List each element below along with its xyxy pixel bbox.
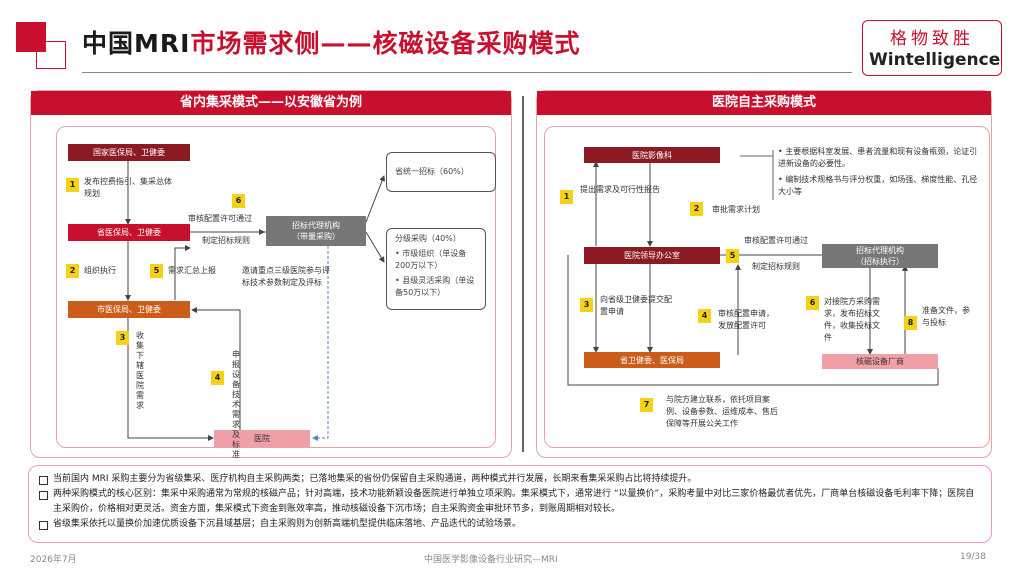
step-badge-1: 1	[66, 178, 79, 192]
r-step-badge-1: 1	[560, 190, 573, 204]
brand-logo: 格物致胜 Wintelligence	[862, 20, 1002, 76]
r-step-3-label: 向省级卫健委提交配置申请	[600, 295, 672, 316]
step-2-label: 组织执行	[84, 266, 116, 275]
step-badge-6: 6	[232, 194, 245, 208]
left-panel: 省内集采模式——以安徽省为例	[30, 90, 512, 458]
node-city-health: 市医保局、卫健委	[68, 301, 190, 318]
node-hospital: 医院	[214, 430, 310, 447]
left-diagram-frame	[56, 126, 496, 448]
node-mri-vendor: 核磁设备厂商	[822, 354, 938, 369]
note-item: 省级集采依托以量换价加速优质设备下沉县域基层；自主采购则为创新高端机型提供临床落…	[39, 517, 981, 532]
imaging-bullets: • 主要根据科室发展、患者流量和现有设备瓶颈，论证引进新设备的必要性。 • 编制…	[778, 147, 978, 196]
step-badge-3: 3	[116, 331, 129, 345]
step-4-label: 申报设备技术需求及标准	[232, 350, 240, 459]
tiered-purchase-box: 分级采购（40%） • 市级组织（单设备200万以下） • 县级灵活采购（单设备…	[386, 228, 486, 310]
footer-date: 2026年7月	[30, 555, 77, 565]
step-badge-5: 5	[150, 264, 163, 278]
decor-square-filled	[16, 22, 46, 52]
right-panel-title: 医院自主采购模式	[537, 91, 991, 115]
r-step-4-label: 审核配置申请，发放配置许可	[718, 309, 774, 330]
step-6-label-b: 制定招标规则	[202, 236, 250, 245]
note-item: 两种采购模式的核心区别：集采中采购通常为常规的核磁产品；针对高端，技术功能新颖设…	[39, 487, 981, 517]
r-step-2-label: 审批需求计划	[712, 205, 760, 214]
title-underline	[82, 72, 852, 73]
r-step-6-label: 对接院方采购需求，发布招标文件，收集投标文件	[824, 297, 880, 342]
step-3-label: 收集下辖医院需求	[136, 331, 144, 410]
r-step-1-label: 提出需求及可行性报告	[580, 185, 660, 194]
step-badge-2: 2	[66, 264, 79, 278]
step-badge-4: 4	[211, 371, 224, 385]
node-province-health: 省医保局、卫健委	[68, 224, 190, 241]
r-step-8-label: 准备文件，参与投标	[922, 306, 970, 327]
node-tender-agency: 招标代理机构 （带量采购）	[266, 216, 366, 246]
step-6-label-a: 审核配置许可通过	[188, 214, 252, 223]
r-step-7-label: 与院方建立联系，依托项目案例、设备参数、运维成本、售后保障等开展公关工作	[666, 395, 778, 428]
footer-title: 中国医学影像设备行业研究—MRI	[424, 555, 558, 565]
page-title: 中国MRI市场需求侧——核磁设备采购模式	[82, 29, 581, 58]
right-panel: 医院自主采购模式	[536, 90, 992, 458]
node-hospital-leadership: 医院领导办公室	[584, 247, 720, 264]
note-item: 当前国内 MRI 采购主要分为省级集采、医疗机构自主采购两类；已落地集采的省份仍…	[39, 472, 981, 487]
r-step-badge-5: 5	[726, 249, 739, 263]
left-panel-title: 省内集采模式——以安徽省为例	[31, 91, 511, 115]
r-step-badge-8: 8	[904, 316, 917, 330]
r-step-badge-4: 4	[698, 309, 711, 323]
unified-tender-box: 省统一招标（60%）	[386, 152, 496, 192]
right-diagram-frame	[544, 126, 990, 448]
footer-page-number: 19/38	[960, 552, 986, 562]
r-step-badge-7: 7	[640, 398, 653, 412]
invite-note: 邀请重点三级医院参与评 标技术参数制定及评标	[242, 266, 330, 287]
r-step-5-label-a: 审核配置许可通过	[744, 236, 808, 245]
node-imaging-dept: 医院影像科	[584, 147, 720, 163]
node-tender-agency-right: 招标代理机构 （招标执行）	[822, 244, 938, 268]
r-step-badge-6: 6	[806, 296, 819, 310]
node-province-gov: 省卫健委、医保局	[584, 352, 720, 368]
r-step-badge-3: 3	[580, 298, 593, 312]
r-step-5-label-b: 制定招标规则	[752, 262, 800, 271]
step-1-label: 发布控费指引、集采总体 规划	[84, 177, 172, 198]
summary-notes: 当前国内 MRI 采购主要分为省级集采、医疗机构自主采购两类；已落地集采的省份仍…	[28, 465, 992, 543]
step-5-label: 需求汇总上报	[168, 266, 216, 275]
r-step-badge-2: 2	[690, 202, 703, 216]
node-national-health: 国家医保局、卫健委	[68, 144, 190, 161]
